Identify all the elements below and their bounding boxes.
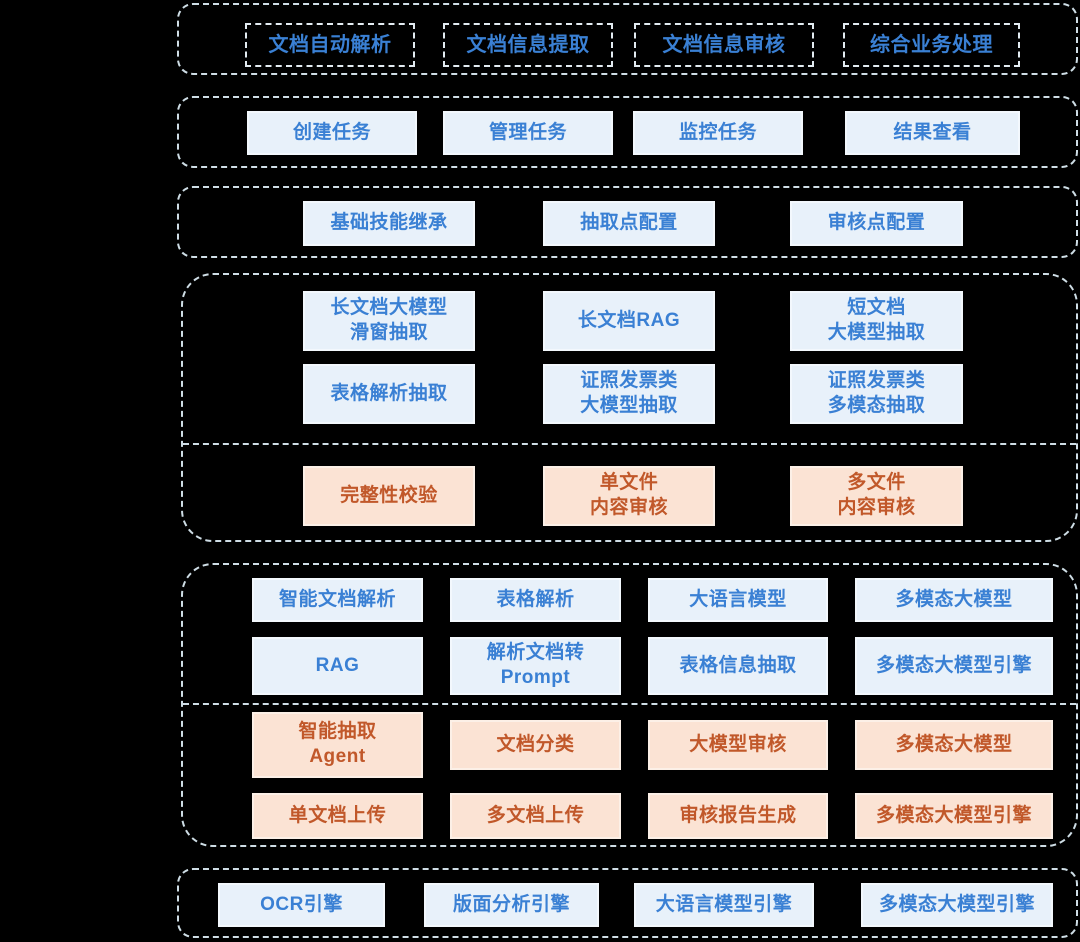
node-parsed-doc-to-prompt: 解析文档转 Prompt bbox=[450, 637, 621, 695]
node-table-parse: 表格解析 bbox=[450, 578, 621, 622]
node-manage-task: 管理任务 bbox=[443, 111, 613, 155]
node-single-doc-upload: 单文档上传 bbox=[252, 793, 423, 839]
node-create-task: 创建任务 bbox=[247, 111, 417, 155]
layer-business-portal: 文档自动解析 文档信息提取 文档信息审核 综合业务处理 bbox=[177, 3, 1078, 75]
node-view-results: 结果查看 bbox=[845, 111, 1020, 155]
node-doc-auto-parse: 文档自动解析 bbox=[245, 23, 415, 67]
node-multimodal-llm: 多模态大模型 bbox=[855, 578, 1053, 622]
node-doc-info-review: 文档信息审核 bbox=[634, 23, 814, 67]
node-base-skill-inheritance: 基础技能继承 bbox=[303, 201, 475, 246]
node-short-doc-llm-extract: 短文档 大模型抽取 bbox=[790, 291, 963, 351]
node-multi-file-content-review: 多文件 内容审核 bbox=[790, 466, 963, 526]
node-extraction-point-config: 抽取点配置 bbox=[543, 201, 715, 246]
node-multi-doc-upload: 多文档上传 bbox=[450, 793, 621, 839]
node-license-invoice-multimodal-extract: 证照发票类 多模态抽取 bbox=[790, 364, 963, 424]
node-multimodal-llm-engine-base: 多模态大模型引擎 bbox=[861, 883, 1053, 927]
node-monitor-task: 监控任务 bbox=[633, 111, 803, 155]
node-smart-doc-parse: 智能文档解析 bbox=[252, 578, 423, 622]
node-multimodal-llm-engine-2: 多模态大模型引擎 bbox=[855, 793, 1053, 839]
node-single-file-content-review: 单文件 内容审核 bbox=[543, 466, 715, 526]
node-long-doc-rag: 长文档RAG bbox=[543, 291, 715, 351]
node-doc-classification: 文档分类 bbox=[450, 720, 621, 770]
node-multimodal-llm-2: 多模态大模型 bbox=[855, 720, 1053, 770]
section-divider bbox=[183, 443, 1076, 445]
layer-base-engines: OCR引擎 版面分析引擎 大语言模型引擎 多模态大模型引擎 bbox=[177, 868, 1078, 938]
node-multimodal-llm-engine: 多模态大模型引擎 bbox=[855, 637, 1053, 695]
layer-task-management: 创建任务 管理任务 监控任务 结果查看 bbox=[177, 96, 1078, 168]
layer-extraction-review-skills: 长文档大模型 滑窗抽取 长文档RAG 短文档 大模型抽取 表格解析抽取 证照发票… bbox=[181, 273, 1078, 542]
node-smart-extract-agent: 智能抽取 Agent bbox=[252, 712, 423, 778]
node-rag: RAG bbox=[252, 637, 423, 695]
node-llm-review: 大模型审核 bbox=[648, 720, 828, 770]
node-table-parse-extract: 表格解析抽取 bbox=[303, 364, 475, 424]
layer-configuration: 基础技能继承 抽取点配置 审核点配置 bbox=[177, 186, 1078, 258]
node-ocr-engine: OCR引擎 bbox=[218, 883, 385, 927]
node-completeness-check: 完整性校验 bbox=[303, 466, 475, 526]
node-large-language-model: 大语言模型 bbox=[648, 578, 828, 622]
layer-atomic-capabilities: 智能文档解析 表格解析 大语言模型 多模态大模型 RAG 解析文档转 Promp… bbox=[181, 563, 1078, 847]
node-llm-engine: 大语言模型引擎 bbox=[634, 883, 814, 927]
section-divider bbox=[183, 703, 1076, 705]
node-table-info-extract: 表格信息抽取 bbox=[648, 637, 828, 695]
node-layout-analysis-engine: 版面分析引擎 bbox=[424, 883, 599, 927]
node-integrated-business-processing: 综合业务处理 bbox=[843, 23, 1020, 67]
node-review-point-config: 审核点配置 bbox=[790, 201, 963, 246]
node-long-doc-llm-sliding-window-extract: 长文档大模型 滑窗抽取 bbox=[303, 291, 475, 351]
node-review-report-generation: 审核报告生成 bbox=[648, 793, 828, 839]
node-license-invoice-llm-extract: 证照发票类 大模型抽取 bbox=[543, 364, 715, 424]
node-doc-info-extraction: 文档信息提取 bbox=[443, 23, 613, 67]
